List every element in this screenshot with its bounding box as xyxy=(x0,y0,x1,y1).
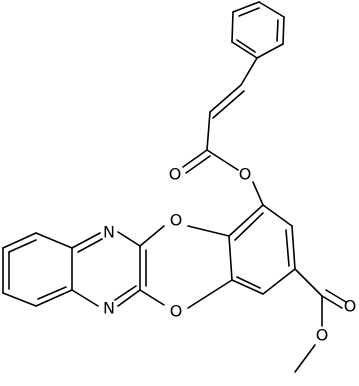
bond xyxy=(185,155,211,174)
bond xyxy=(206,111,211,151)
atom-label-oxygen-dioxin-top: O xyxy=(170,211,183,230)
bond xyxy=(258,1,285,18)
bond xyxy=(236,276,261,289)
bond xyxy=(187,279,233,309)
bond xyxy=(206,149,239,171)
bond xyxy=(228,204,264,237)
bond xyxy=(236,39,256,53)
bond xyxy=(71,289,99,307)
bonds xyxy=(2,1,347,373)
bond xyxy=(262,204,293,227)
atom-label-nitrogen-bottom: N xyxy=(103,299,115,318)
bond xyxy=(228,235,233,281)
bond xyxy=(256,43,284,59)
bond xyxy=(252,181,264,206)
bond xyxy=(291,225,296,270)
bond xyxy=(187,225,230,237)
bond xyxy=(232,1,260,13)
bond xyxy=(8,239,37,253)
bond xyxy=(231,41,258,59)
bond xyxy=(238,7,260,17)
bond xyxy=(325,289,347,303)
atom-label-oxygen-ester-link: O xyxy=(239,165,252,184)
bond xyxy=(182,149,208,168)
bond xyxy=(262,268,296,295)
atom-label-oxygen-dioxin-bottom: O xyxy=(170,302,183,321)
bond xyxy=(2,232,37,249)
atom-label-oxygen-methoxy: O xyxy=(316,326,329,345)
atom-label-oxygen-ester-carbonyl: O xyxy=(344,297,357,316)
bond xyxy=(282,16,285,45)
bond xyxy=(276,19,279,42)
bond xyxy=(114,285,137,301)
bond xyxy=(117,231,141,247)
bond xyxy=(294,344,316,373)
bond xyxy=(37,286,67,300)
bond xyxy=(240,57,258,86)
bond xyxy=(234,212,264,241)
bond xyxy=(285,229,290,267)
bond xyxy=(2,292,37,307)
bond xyxy=(321,295,343,309)
bond xyxy=(231,11,234,43)
bond xyxy=(139,225,165,247)
bond xyxy=(71,232,101,249)
atom-label-nitrogen-top: N xyxy=(103,223,115,242)
bond xyxy=(139,289,165,306)
bond xyxy=(77,238,103,253)
bond xyxy=(117,289,141,307)
atom-label-oxygen-carbonyl: O xyxy=(169,165,182,184)
bond xyxy=(231,279,264,295)
bond xyxy=(294,268,323,297)
bond xyxy=(35,289,73,307)
bond xyxy=(212,90,245,119)
bond xyxy=(35,232,73,249)
atom-labels: N N O O O O O O xyxy=(103,165,356,345)
bond xyxy=(209,84,242,113)
